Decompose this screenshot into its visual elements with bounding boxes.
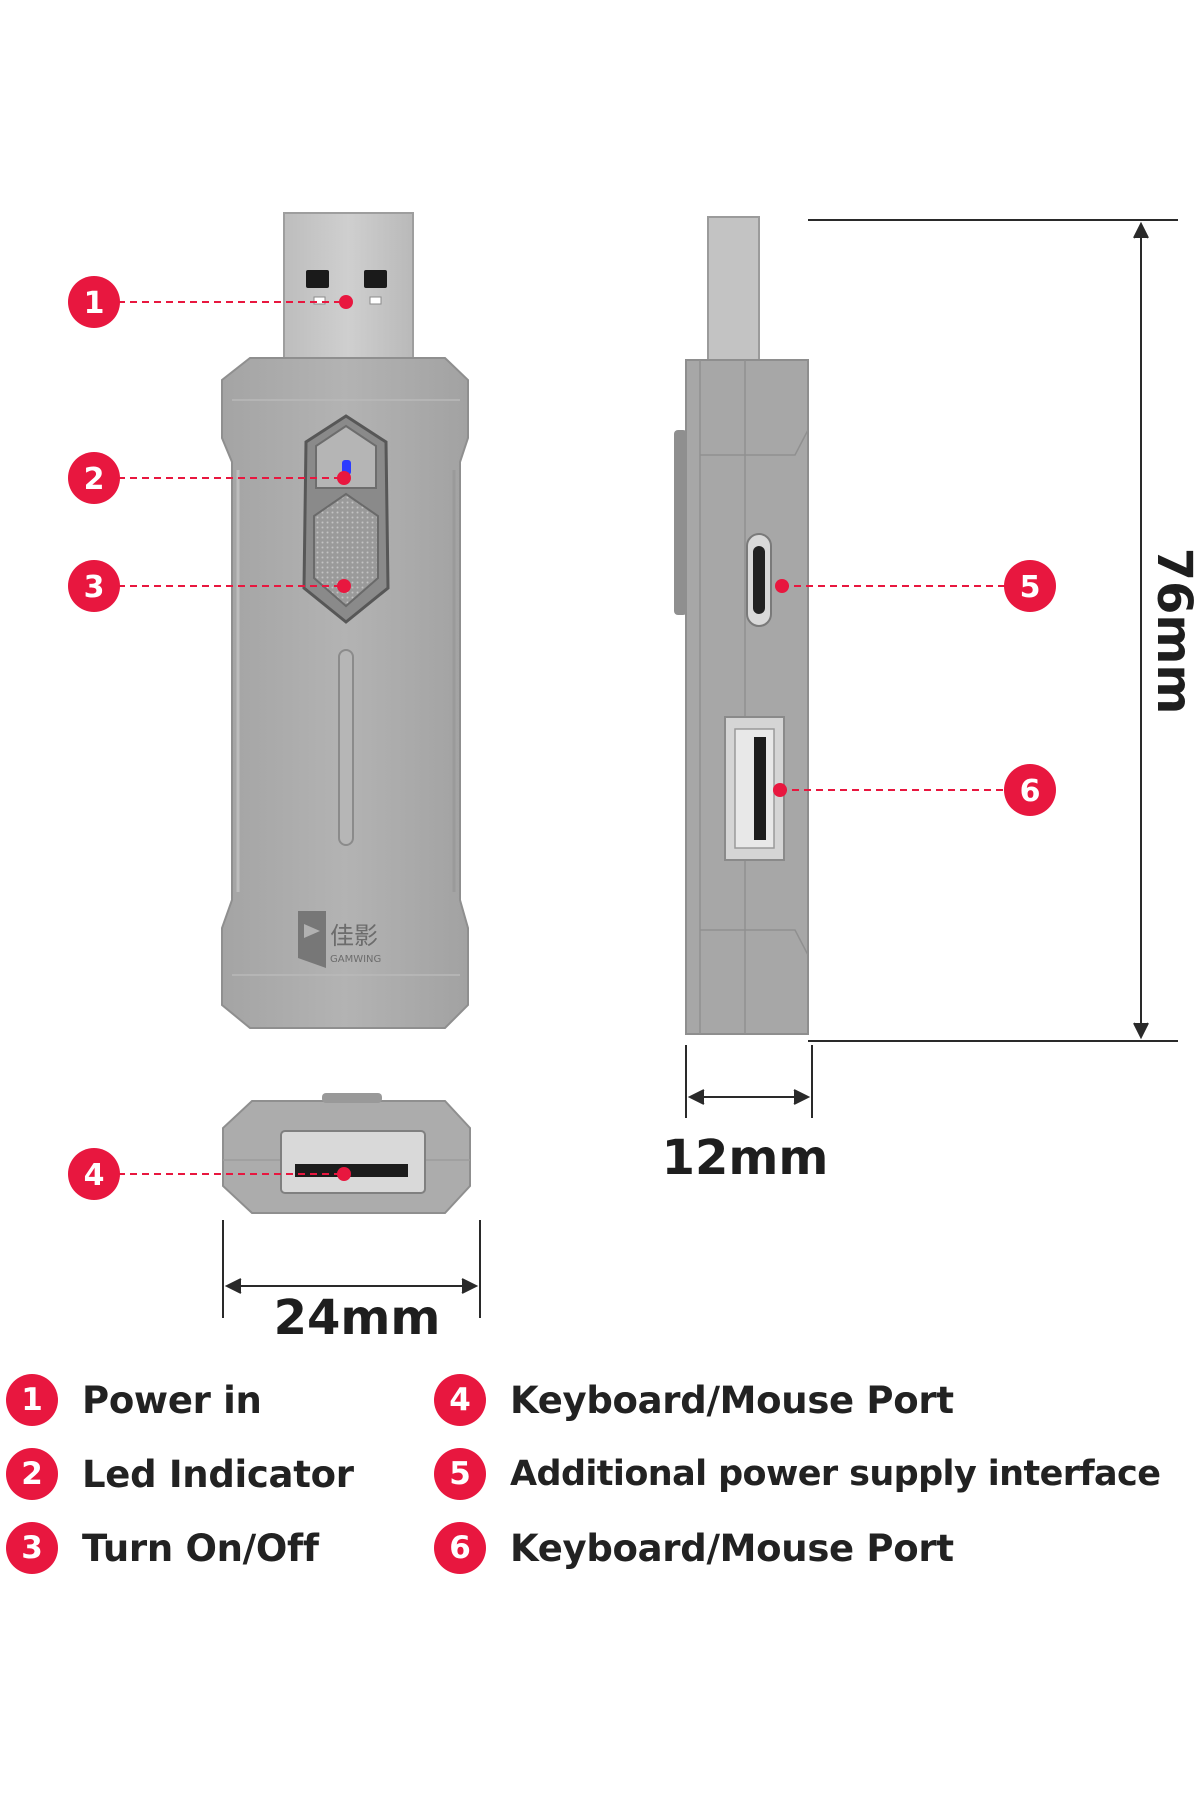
bottom-usb-a-frame [280, 1130, 426, 1194]
callout-5-badge [1004, 560, 1056, 612]
legend-badge-6: 6 [434, 1522, 486, 1574]
callout-1-number: 1 [84, 286, 105, 321]
callouts: 1 2 3 4 5 6 [68, 276, 1056, 1200]
callout-5-number: 5 [1020, 570, 1041, 605]
width-label: 24mm [274, 1290, 441, 1346]
legend: 1 Power in 2 Led Indicator 3 Turn On/Off… [0, 1345, 1200, 1574]
legend-item-2: 2 Led Indicator [6, 1447, 354, 1501]
dimension-lines [222, 219, 1178, 1318]
callout-5-target [775, 579, 789, 593]
front-view: 佳影 GAMWING [221, 212, 469, 1029]
usb-c-port [753, 546, 765, 614]
side-button-bump [674, 430, 687, 615]
callout-1-badge [68, 276, 120, 328]
length-arrow-top [1133, 221, 1149, 239]
usb-a-plug [283, 212, 414, 374]
callout-2-badge [68, 452, 120, 504]
legend-label-6: Keyboard/Mouse Port [510, 1526, 954, 1570]
legend-item-5: 5 Additional power supply interface [434, 1447, 1161, 1501]
legend-item-4: 4 Keyboard/Mouse Port [434, 1373, 954, 1427]
brand-logo-icon [298, 911, 326, 968]
bottom-view [222, 1093, 471, 1214]
side-usb-a-tongue [754, 737, 766, 840]
callout-1-target [339, 295, 353, 309]
body-slot [338, 649, 354, 846]
usb-plug-hole-left [306, 270, 329, 288]
side-body-facets [699, 360, 809, 1034]
led-window [315, 424, 377, 489]
brand-english: GAMWING [330, 954, 381, 965]
side-view [674, 216, 809, 1035]
bottom-usb-a-tongue [295, 1164, 408, 1177]
legend-item-3: 3 Turn On/Off [6, 1521, 319, 1575]
callout-2-number: 2 [84, 462, 105, 497]
usb-plug-hole-right [364, 270, 387, 288]
legend-label-3: Turn On/Off [82, 1526, 319, 1570]
callout-3-target [337, 579, 351, 593]
callout-6-number: 6 [1020, 774, 1041, 809]
side-usb-plug [707, 216, 760, 376]
callout-4-target [337, 1167, 351, 1181]
legend-item-6: 6 Keyboard/Mouse Port [434, 1521, 954, 1575]
legend-badge-4: 4 [434, 1374, 486, 1426]
callout-4-number: 4 [84, 1158, 105, 1193]
thickness-arrow-left [687, 1089, 705, 1105]
brand-logo: 佳影 GAMWING [298, 911, 381, 968]
legend-label-4: Keyboard/Mouse Port [510, 1378, 954, 1422]
legend-label-5: Additional power supply interface [510, 1454, 1161, 1494]
legend-label-2: Led Indicator [82, 1452, 354, 1496]
thickness-arrow-right [793, 1089, 811, 1105]
callout-3-badge [68, 560, 120, 612]
legend-badge-1: 1 [6, 1374, 58, 1426]
legend-badge-3: 3 [6, 1522, 58, 1574]
brand-chinese: 佳影 [330, 922, 378, 950]
bottom-button-bump [322, 1093, 382, 1103]
callout-2-target [337, 471, 351, 485]
length-label: 76mm [1146, 548, 1200, 715]
callout-6-target [773, 783, 787, 797]
power-button[interactable] [313, 492, 379, 608]
callout-6-badge [1004, 764, 1056, 816]
callout-3-number: 3 [84, 570, 105, 605]
thickness-label: 12mm [662, 1130, 829, 1186]
legend-label-1: Power in [82, 1378, 262, 1422]
length-arrow-bottom [1133, 1022, 1149, 1040]
legend-badge-2: 2 [6, 1448, 58, 1500]
width-arrow-left [224, 1278, 242, 1294]
legend-item-1: 1 Power in [6, 1373, 262, 1427]
legend-badge-5: 5 [434, 1448, 486, 1500]
width-arrow-right [461, 1278, 479, 1294]
usb-plug-pin-right [369, 296, 382, 305]
device-body-side [685, 359, 809, 1035]
usb-plug-pin-left [313, 296, 326, 305]
callout-4-badge [68, 1148, 120, 1200]
